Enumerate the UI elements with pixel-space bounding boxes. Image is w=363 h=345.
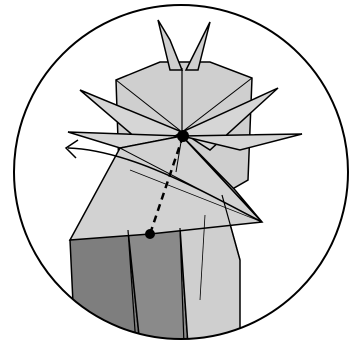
reference-dot-bottom bbox=[145, 229, 155, 239]
folded-model bbox=[66, 20, 302, 345]
reference-dot-top bbox=[177, 130, 189, 142]
